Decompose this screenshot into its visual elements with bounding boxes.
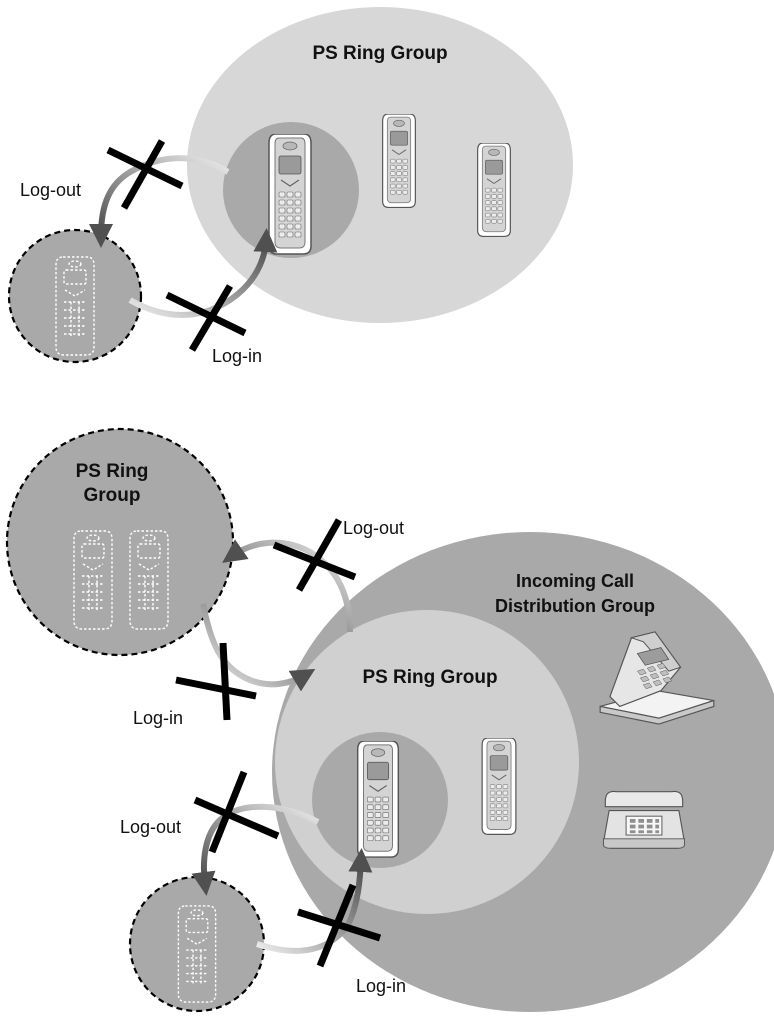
portable-station-icon [268,134,312,255]
portable-station-icon [356,741,400,858]
separate-ps-ring-group-label: Group [84,485,141,506]
login-label: Log-in [212,346,262,366]
logout-label: Log-out [20,180,81,200]
outer-group-label: Incoming Call [516,571,634,591]
cross-mark-icon [175,642,257,721]
cross-mark-icon [193,770,280,854]
login-arrow [200,603,316,692]
logout-label: Log-out [120,817,181,837]
outer-group-label: Distribution Group [495,596,655,616]
logout-arrow [89,155,230,248]
separate-ps-ring-group-label: PS Ring [76,461,149,482]
logout-label: Log-out [343,518,404,538]
cross-mark-icon [272,518,357,592]
logged-out-handset-zone [128,875,266,1013]
ps-ring-group-label: PS Ring Group [312,43,447,64]
portable-station-icon [476,143,512,238]
login-label: Log-in [133,708,183,728]
login-label: Log-in [356,976,406,996]
portable-station-icon [481,738,517,836]
cross-mark-icon [165,284,247,352]
portable-station-icon [381,114,417,209]
login-arrow [128,228,278,318]
bottom-scenario: Incoming Call Distribution Group PS Ring… [5,427,774,1013]
logged-out-handset-zone [7,228,143,364]
cross-mark-icon [106,139,184,210]
logout-arrow [222,539,353,633]
inner-ps-ring-group-label: PS Ring Group [362,667,497,688]
single-line-telephone-icon [602,790,686,849]
cross-mark-icon [296,883,382,968]
logout-arrow [191,803,320,896]
top-scenario: PS Ring Group Log-out Log-in [7,7,573,366]
